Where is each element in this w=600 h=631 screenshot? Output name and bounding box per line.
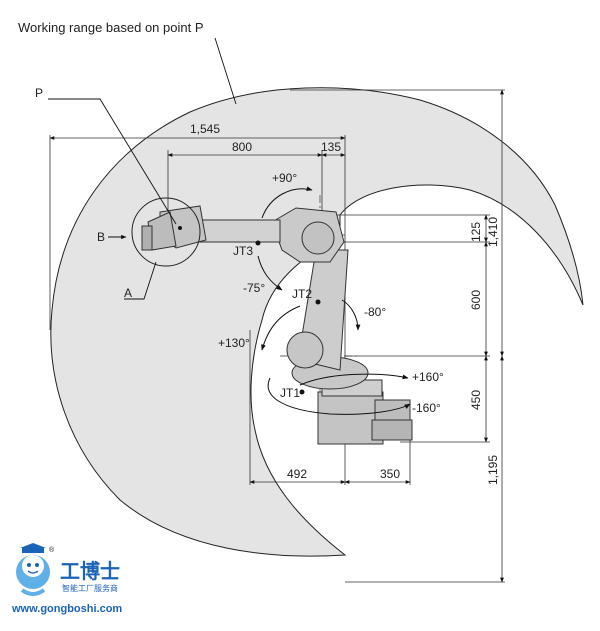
label-jt2: JT2: [292, 287, 312, 301]
dim-bottom-left: 492: [287, 467, 307, 481]
mascot-icon: [16, 543, 50, 596]
working-range-envelope: [50, 87, 584, 557]
brand-logo: ® 工博士 智能工厂服务商 www.gongboshi.com: [11, 543, 122, 615]
logo-reg-mark: ®: [49, 546, 55, 554]
label-b: B: [97, 230, 105, 244]
dim-right-450: 450: [469, 390, 483, 410]
dim-right-1410: 1,410: [486, 217, 500, 247]
diagram-title: Working range based on point P: [18, 20, 204, 35]
point-p-marker: [178, 226, 182, 230]
label-jt1: JT1: [280, 386, 300, 400]
angle-jt2-pos: +130°: [218, 336, 250, 350]
dim-bottom-right: 350: [380, 467, 400, 481]
logo-url: www.gongboshi.com: [11, 603, 122, 615]
rotation-arrows: [257, 186, 411, 415]
dim-right-600: 600: [469, 290, 483, 310]
label-a: A: [124, 286, 132, 300]
angle-jt1-pos: +160°: [412, 370, 444, 384]
angle-jt2-neg: -80°: [364, 305, 386, 319]
label-p: P: [35, 86, 43, 100]
angle-jt3-neg: -75°: [243, 281, 265, 295]
joint-dots: [255, 240, 321, 395]
dim-arm-length: 800: [232, 140, 252, 154]
leader-lines: [48, 37, 237, 300]
angle-jt1-neg: -160°: [412, 401, 441, 415]
label-jt3: JT3: [233, 244, 253, 258]
dim-right-125: 125: [469, 222, 483, 242]
dim-right-1195: 1,195: [486, 455, 500, 485]
logo-subtitle: 智能工厂服务商: [62, 583, 118, 593]
angle-jt3-pos: +90°: [272, 171, 297, 185]
dim-top-overall: 1,545: [190, 122, 220, 136]
logo-cn-text: 工博士: [60, 559, 120, 583]
dim-arm-offset: 135: [321, 140, 341, 154]
detail-circle-a: [131, 197, 201, 267]
robot-forearm: [199, 219, 281, 243]
